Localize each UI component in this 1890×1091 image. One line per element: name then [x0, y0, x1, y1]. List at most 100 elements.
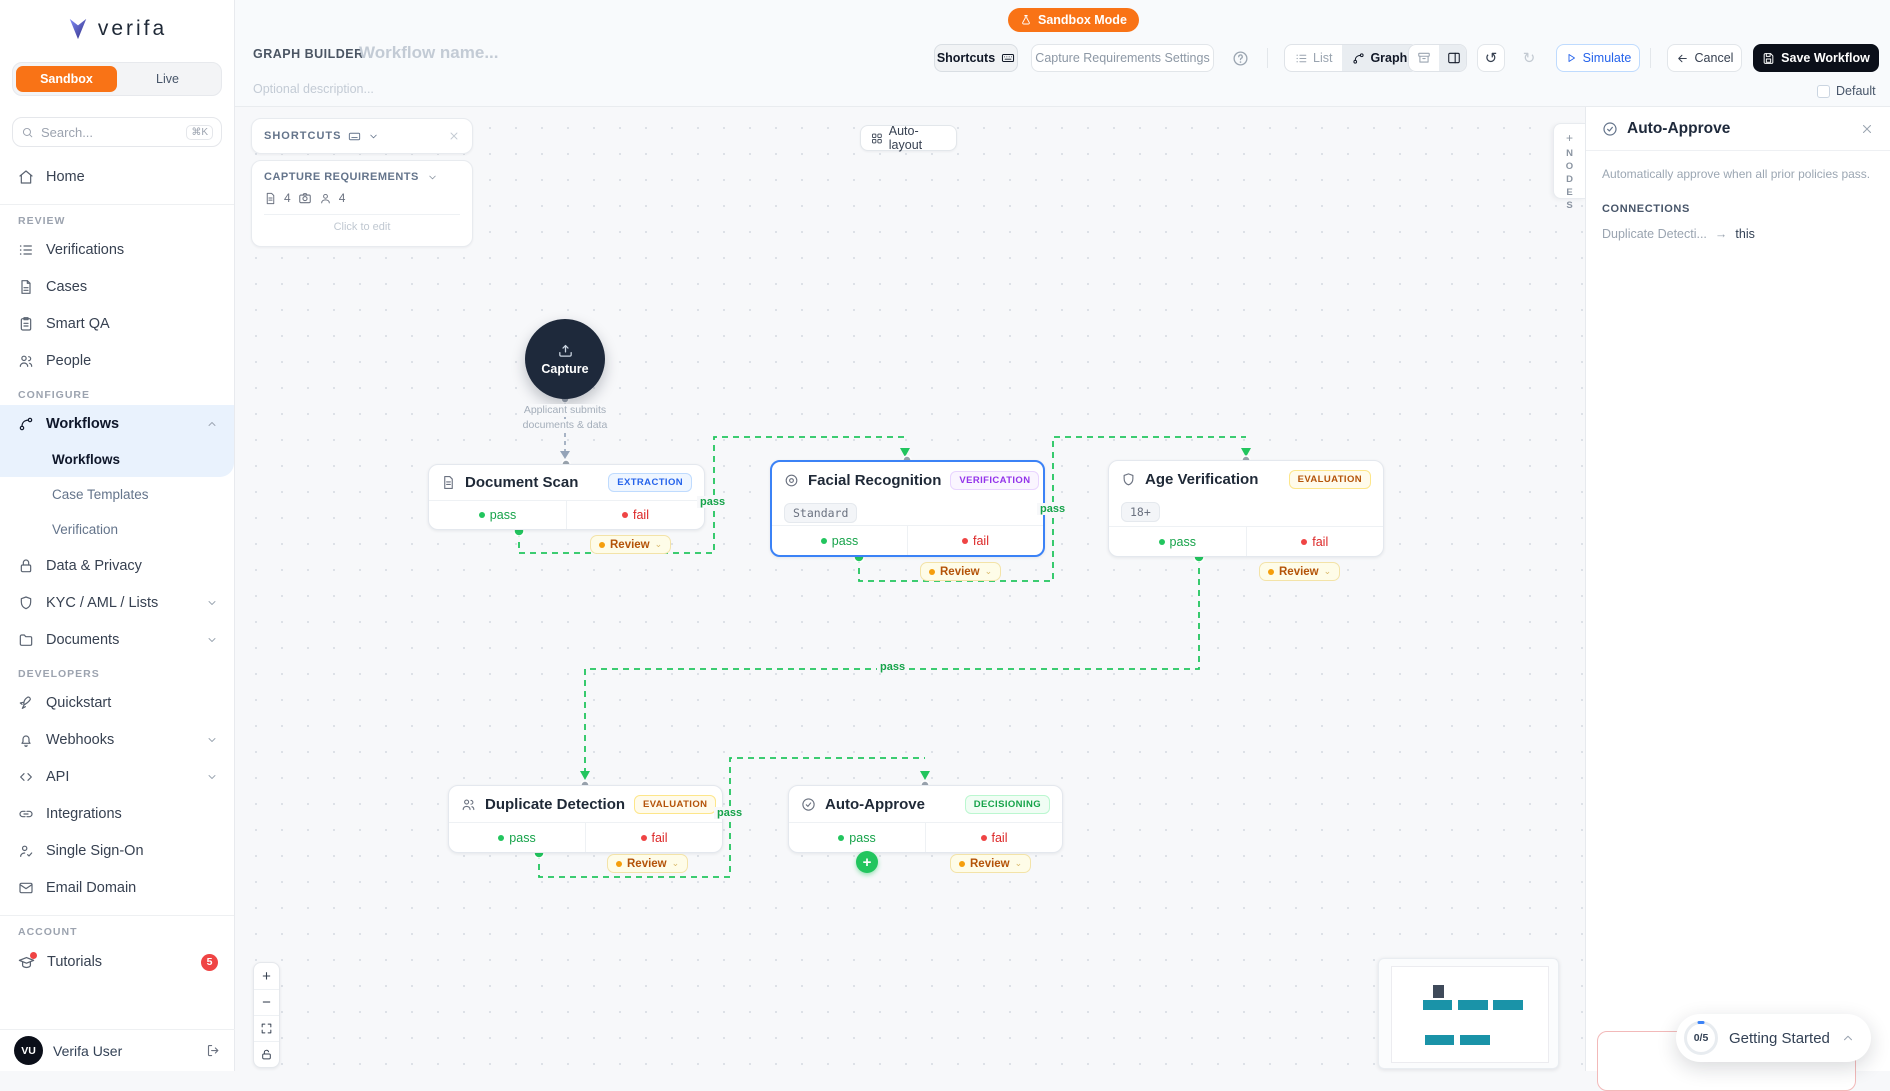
capture-node-label: Capture	[541, 362, 589, 376]
auto-layout-button[interactable]: Auto-layout	[860, 124, 957, 152]
sidebar-item-label: Verifications	[46, 241, 125, 258]
sidebar-item-email-domain[interactable]: Email Domain	[0, 869, 234, 906]
keyboard-icon	[1002, 53, 1015, 63]
chevron-up-icon[interactable]	[1841, 1031, 1855, 1045]
zoom-controls: + −	[253, 962, 280, 1068]
view-list-button[interactable]: List	[1285, 45, 1342, 71]
help-button[interactable]	[1225, 44, 1255, 72]
undo-button[interactable]: ↺	[1477, 44, 1505, 72]
sandbox-toggle[interactable]: Sandbox	[16, 66, 117, 92]
capture-requirements-card[interactable]: CAPTURE REQUIREMENTS 4 4 Click to edit	[251, 160, 473, 247]
node-duplicate-detection[interactable]: Duplicate Detection EVALUATION pass fail	[448, 785, 723, 853]
undo-icon: ↺	[1484, 50, 1498, 67]
pass-output[interactable]: pass	[772, 526, 907, 555]
review-chip[interactable]: Review⌄	[590, 535, 672, 554]
divider	[0, 915, 234, 916]
shield-icon	[18, 595, 34, 611]
nodes-drawer-tab[interactable]: + NODES	[1553, 123, 1585, 213]
pass-output[interactable]: pass	[789, 823, 925, 852]
panel-view-button[interactable]	[1439, 45, 1466, 71]
archive-view-button[interactable]	[1409, 45, 1439, 71]
fail-output[interactable]: fail	[585, 823, 722, 852]
shortcuts-button[interactable]: Shortcuts	[934, 44, 1018, 72]
connection-target: this	[1735, 227, 1755, 241]
capture-node[interactable]: Capture	[525, 319, 605, 399]
save-workflow-button[interactable]: Save Workflow	[1753, 44, 1879, 72]
pass-output[interactable]: pass	[1109, 527, 1246, 556]
sidebar-item-quickstart[interactable]: Quickstart	[0, 684, 234, 721]
node-age-verification[interactable]: Age Verification EVALUATION 18+ pass fai…	[1108, 460, 1384, 557]
chevron-down-icon[interactable]	[427, 172, 438, 183]
fail-output[interactable]: fail	[1245, 527, 1384, 556]
sidebar-item-people[interactable]: People	[0, 342, 234, 379]
search-input[interactable]	[41, 124, 180, 140]
add-connection-button[interactable]: +	[856, 851, 878, 873]
review-chip[interactable]: Review⌄	[950, 854, 1032, 873]
sidebar-item-smart-qa[interactable]: Smart QA	[0, 305, 234, 342]
logout-icon[interactable]	[206, 1043, 221, 1058]
default-checkbox[interactable]	[1817, 84, 1830, 98]
pass-output[interactable]: pass	[449, 823, 585, 852]
minimap-node	[1493, 1000, 1523, 1010]
review-chip[interactable]: Review⌄	[607, 854, 689, 873]
workflow-description-input[interactable]	[253, 80, 583, 98]
sidebar-item-documents[interactable]: Documents	[0, 621, 234, 658]
chevron-down-icon[interactable]	[368, 131, 379, 142]
save-workflow-label: Save Workflow	[1781, 51, 1870, 65]
lock-icon	[262, 1049, 271, 1060]
pass-output[interactable]: pass	[429, 501, 566, 529]
sidebar-item-workflows[interactable]: Workflows	[0, 405, 234, 442]
view-graph-button[interactable]: Graph	[1342, 45, 1418, 71]
node-config-tag: Standard	[784, 503, 858, 523]
node-facial-recognition[interactable]: Facial Recognition VERIFICATION Standard…	[770, 460, 1045, 557]
user-check-icon	[18, 843, 34, 859]
sidebar-item-cases[interactable]: Cases	[0, 268, 234, 305]
sidebar-item-integrations[interactable]: Integrations	[0, 795, 234, 832]
workflow-name-input[interactable]	[359, 40, 689, 66]
live-toggle[interactable]: Live	[156, 72, 179, 86]
shortcuts-panel[interactable]: SHORTCUTS	[251, 118, 473, 154]
getting-started-widget[interactable]: 0/5 Getting Started	[1676, 1014, 1871, 1062]
fail-output[interactable]: fail	[907, 526, 1043, 555]
sidebar-subitem-verification[interactable]: Verification	[52, 522, 119, 537]
verifa-logo-icon	[69, 18, 87, 40]
zoom-out-button[interactable]: −	[254, 989, 279, 1015]
sidebar-item-tutorials[interactable]: Tutorials 5	[0, 942, 234, 982]
minimap[interactable]	[1378, 958, 1559, 1069]
sidebar-item-home[interactable]: Home	[0, 158, 234, 195]
sidebar-subitem-workflows[interactable]: Workflows	[0, 442, 234, 477]
lock-button[interactable]	[254, 1041, 279, 1067]
user-row[interactable]: VU Verifa User	[0, 1029, 235, 1071]
graph-canvas[interactable]: pass pass pass pass SHORTCUTS CAPTURE RE…	[235, 107, 1585, 1071]
close-icon[interactable]	[1860, 122, 1874, 136]
edge-pass-4	[538, 757, 925, 878]
redo-button[interactable]: ↻	[1515, 44, 1543, 72]
close-icon[interactable]	[448, 130, 460, 142]
sidebar-subitem-case-templates[interactable]: Case Templates	[52, 487, 149, 502]
zoom-in-button[interactable]: +	[262, 967, 271, 985]
cancel-button[interactable]: Cancel	[1667, 44, 1742, 72]
sidebar-item-label: Single Sign-On	[46, 842, 144, 859]
sidebar-item-data-privacy[interactable]: Data & Privacy	[0, 547, 234, 584]
review-chip[interactable]: Review⌄	[920, 562, 1002, 581]
review-chip[interactable]: Review⌄	[1259, 562, 1341, 581]
sidebar-item-webhooks[interactable]: Webhooks	[0, 721, 234, 758]
sidebar-item-kyc[interactable]: KYC / AML / Lists	[0, 584, 234, 621]
sidebar-item-api[interactable]: API	[0, 758, 234, 795]
sidebar-item-sso[interactable]: Single Sign-On	[0, 832, 234, 869]
click-to-edit-hint[interactable]: Click to edit	[264, 214, 460, 238]
sidebar-item-verifications[interactable]: Verifications	[0, 231, 234, 268]
fit-view-button[interactable]	[254, 1015, 279, 1041]
node-document-scan[interactable]: Document Scan EXTRACTION pass fail	[428, 464, 705, 530]
graduation-cap-icon	[18, 951, 37, 971]
fail-output[interactable]: fail	[925, 823, 1062, 852]
fail-output[interactable]: fail	[566, 500, 704, 529]
edge-label-pass: pass	[1037, 503, 1069, 515]
help-icon	[1232, 50, 1248, 66]
capture-requirements-settings-button[interactable]: Capture Requirements Settings	[1031, 44, 1214, 72]
sidebar-search[interactable]: ⌘K	[12, 117, 222, 147]
graph-builder-label: GRAPH BUILDER	[253, 47, 364, 61]
node-auto-approve[interactable]: Auto-Approve DECISIONING pass fail	[788, 785, 1063, 853]
simulate-button[interactable]: Simulate	[1556, 44, 1640, 72]
node-type-badge: EXTRACTION	[608, 472, 692, 492]
